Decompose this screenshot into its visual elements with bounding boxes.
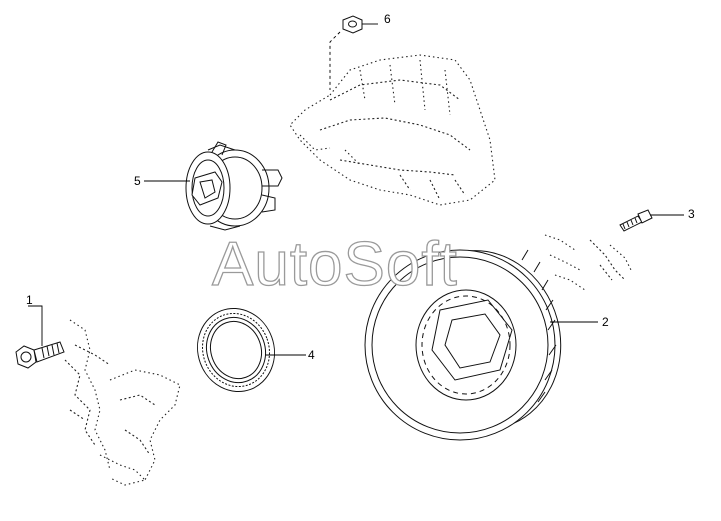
part-5-brake-chamber bbox=[185, 141, 283, 231]
callout-3: 3 bbox=[688, 207, 695, 221]
callout-4: 4 bbox=[308, 348, 315, 362]
assembly-line-6 bbox=[329, 31, 341, 90]
hub-outline-right bbox=[544, 234, 633, 291]
callout-6: 6 bbox=[384, 12, 391, 26]
part-1-bolt bbox=[15, 341, 65, 369]
axle-housing-outline bbox=[289, 54, 496, 206]
part-6-nut bbox=[342, 15, 363, 34]
callout-2: 2 bbox=[602, 315, 609, 329]
callout-5: 5 bbox=[134, 174, 141, 188]
part-2-brake-disc bbox=[364, 249, 562, 441]
knuckle-outline-left bbox=[64, 319, 181, 486]
watermark-text: AutoSoft bbox=[212, 230, 458, 299]
callout-1: 1 bbox=[26, 293, 33, 307]
part-3-stud bbox=[619, 209, 653, 232]
part-4-tone-ring bbox=[197, 307, 275, 393]
leader-line-1 bbox=[28, 305, 43, 346]
